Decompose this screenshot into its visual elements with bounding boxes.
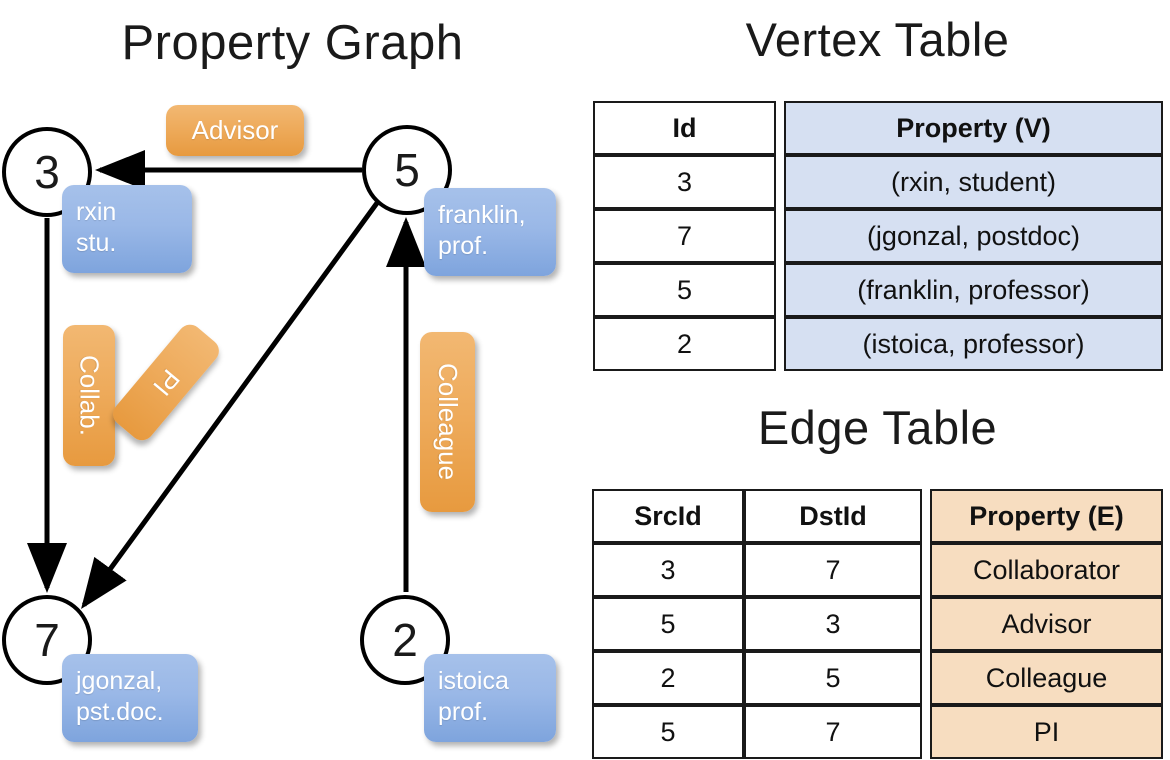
vertex-table: Id Property (V) 3 (rxin, student) 7 (jgo… xyxy=(593,101,1163,371)
edge-callout-colleague-text: Colleague xyxy=(433,363,463,481)
graph-node-5[interactable]: 5 xyxy=(362,125,452,215)
vertex-table-header-property: Property (V) xyxy=(784,101,1163,155)
vertex-table-header-id: Id xyxy=(593,101,776,155)
table-row[interactable]: 2 (istoica, professor) xyxy=(593,317,1163,371)
vertex-callout-3-line2: stu. xyxy=(76,229,117,257)
edge-cell-dstid: 3 xyxy=(744,597,922,651)
edge-cell-property: Collaborator xyxy=(930,543,1163,597)
vertex-callout-2: istoica prof. xyxy=(424,654,556,742)
edge-callout-colleague: Colleague xyxy=(420,332,475,512)
page-title-edge-table: Edge Table xyxy=(757,401,998,454)
table-header-row: SrcId DstId Property (E) xyxy=(592,489,1163,543)
table-column-gap xyxy=(922,543,930,597)
edge-callout-pi-text: PI xyxy=(146,363,186,402)
edge-cell-dstid: 7 xyxy=(744,543,922,597)
table-column-gap xyxy=(776,101,784,155)
table-row[interactable]: 5 (franklin, professor) xyxy=(593,263,1163,317)
vertex-callout-7: jgonzal, pst.doc. xyxy=(62,654,198,742)
table-row[interactable]: 7 (jgonzal, postdoc) xyxy=(593,209,1163,263)
table-header-row: Id Property (V) xyxy=(593,101,1163,155)
vertex-cell-id: 7 xyxy=(593,209,776,263)
table-column-gap xyxy=(776,209,784,263)
edge-table-header-srcid: SrcId xyxy=(592,489,744,543)
vertex-callout-7-line1: jgonzal, xyxy=(76,667,163,695)
vertex-callout-5-line1: franklin, xyxy=(438,201,526,229)
table-column-gap xyxy=(922,489,930,543)
vertex-cell-property: (istoica, professor) xyxy=(784,317,1163,371)
table-column-gap xyxy=(776,263,784,317)
table-row[interactable]: 5 3 Advisor xyxy=(592,597,1163,651)
property-graph-diagram: 3 5 7 2 rxin stu. franklin, prof. jgonza… xyxy=(2,105,556,742)
edge-cell-srcid: 3 xyxy=(592,543,744,597)
edge-cell-srcid: 5 xyxy=(592,597,744,651)
edge-cell-property: Colleague xyxy=(930,651,1163,705)
edge-cell-property: Advisor xyxy=(930,597,1163,651)
vertex-callout-2-line1: istoica xyxy=(438,667,509,695)
vertex-callout-5: franklin, prof. xyxy=(424,188,556,276)
vertex-callout-5-line2: prof. xyxy=(438,232,489,260)
table-row[interactable]: 2 5 Colleague xyxy=(592,651,1163,705)
edge-cell-srcid: 5 xyxy=(592,705,744,759)
edge-callout-advisor: Advisor xyxy=(166,105,304,156)
table-column-gap xyxy=(922,705,930,759)
vertex-cell-id: 2 xyxy=(593,317,776,371)
page-title-vertex-table: Vertex Table xyxy=(745,13,1010,66)
edge-cell-dstid: 7 xyxy=(744,705,922,759)
table-row[interactable]: 5 7 PI xyxy=(592,705,1163,759)
vertex-cell-property: (jgonzal, postdoc) xyxy=(784,209,1163,263)
page-title-property-graph: Property Graph xyxy=(121,16,464,70)
graph-node-2[interactable]: 2 xyxy=(360,595,450,685)
vertex-callout-3: rxin stu. xyxy=(62,185,192,273)
edge-callout-advisor-text: Advisor xyxy=(191,115,279,145)
table-row[interactable]: 3 (rxin, student) xyxy=(593,155,1163,209)
edge-cell-property: PI xyxy=(930,705,1163,759)
edge-cell-dstid: 5 xyxy=(744,651,922,705)
vertex-cell-id: 3 xyxy=(593,155,776,209)
vertex-cell-property: (franklin, professor) xyxy=(784,263,1163,317)
table-column-gap xyxy=(922,597,930,651)
table-column-gap xyxy=(922,651,930,705)
vertex-cell-property: (rxin, student) xyxy=(784,155,1163,209)
edge-table: SrcId DstId Property (E) 3 7 Collaborato… xyxy=(592,489,1163,759)
vertex-callout-2-line2: prof. xyxy=(438,698,489,726)
table-column-gap xyxy=(776,317,784,371)
edge-table-header-dstid: DstId xyxy=(744,489,922,543)
vertex-callout-3-line1: rxin xyxy=(76,198,117,226)
edge-callout-collab: Collab. xyxy=(63,325,115,466)
table-column-gap xyxy=(776,155,784,209)
edge-callout-collab-text: Collab. xyxy=(74,355,105,436)
vertex-cell-id: 5 xyxy=(593,263,776,317)
edge-table-header-property: Property (E) xyxy=(930,489,1163,543)
graph-edges-layer xyxy=(27,150,426,610)
edge-cell-srcid: 2 xyxy=(592,651,744,705)
edge-5-to-7 xyxy=(81,201,380,610)
table-row[interactable]: 3 7 Collaborator xyxy=(592,543,1163,597)
vertex-callout-7-line2: pst.doc. xyxy=(76,698,164,726)
